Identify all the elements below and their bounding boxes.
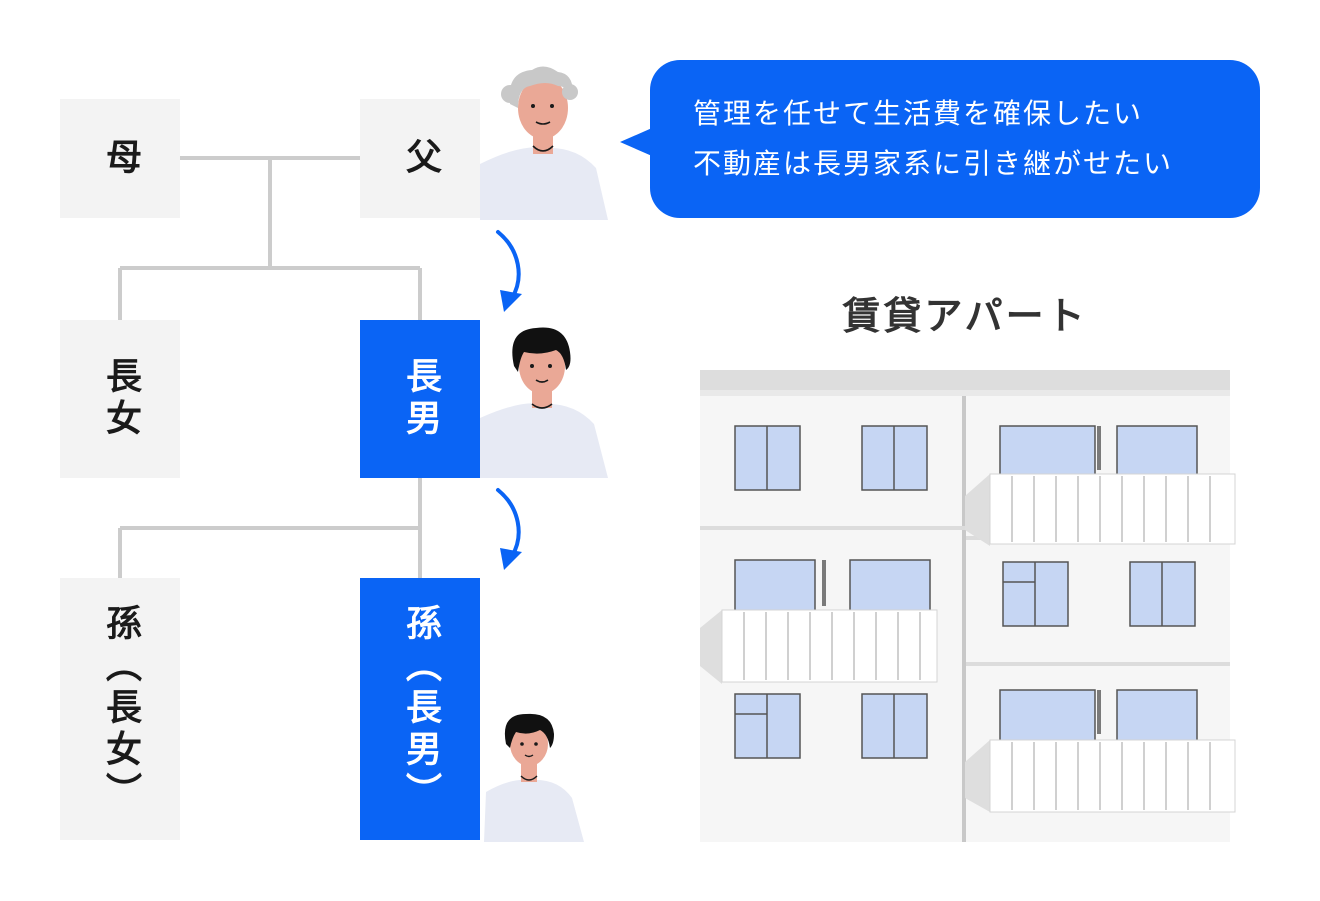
apartment-building-illustration [700,370,1236,842]
father-box: 父 [360,99,480,218]
mother-box: 母 [60,99,180,218]
grandchild-son-label: 孫（長男） [400,604,441,814]
boy-icon [484,713,584,842]
speech-line-1: 管理を任せて生活費を確保したい [693,97,1144,130]
eldest-son-box: 長男 [360,320,480,478]
father-label: 父 [400,137,441,180]
eldest-daughter-box: 長女 [60,320,180,478]
eldest-son-label: 長男 [400,357,441,441]
elderly-man-icon [480,66,608,220]
young-man-icon [480,327,608,478]
balconies [700,473,1236,813]
eldest-daughter-label: 長女 [100,357,141,441]
curved-arrow-icon [496,230,522,312]
grandchild-daughter-box: 孫（長女） [60,578,180,840]
speech-bubble-tail [620,128,652,156]
grandchild-son-box: 孫（長男） [360,578,480,840]
mother-label: 母 [100,137,141,180]
building-title: 賃貸アパート [842,294,1088,338]
curved-arrow-icon [496,488,522,570]
family-tree-lines [118,156,422,578]
speech-bubble: 管理を任せて生活費を確保したい 不動産は長男家系に引き継がせたい [650,60,1260,218]
grandchild-daughter-label: 孫（長女） [100,604,141,814]
speech-line-2: 不動産は長男家系に引き継がせたい [693,147,1174,180]
